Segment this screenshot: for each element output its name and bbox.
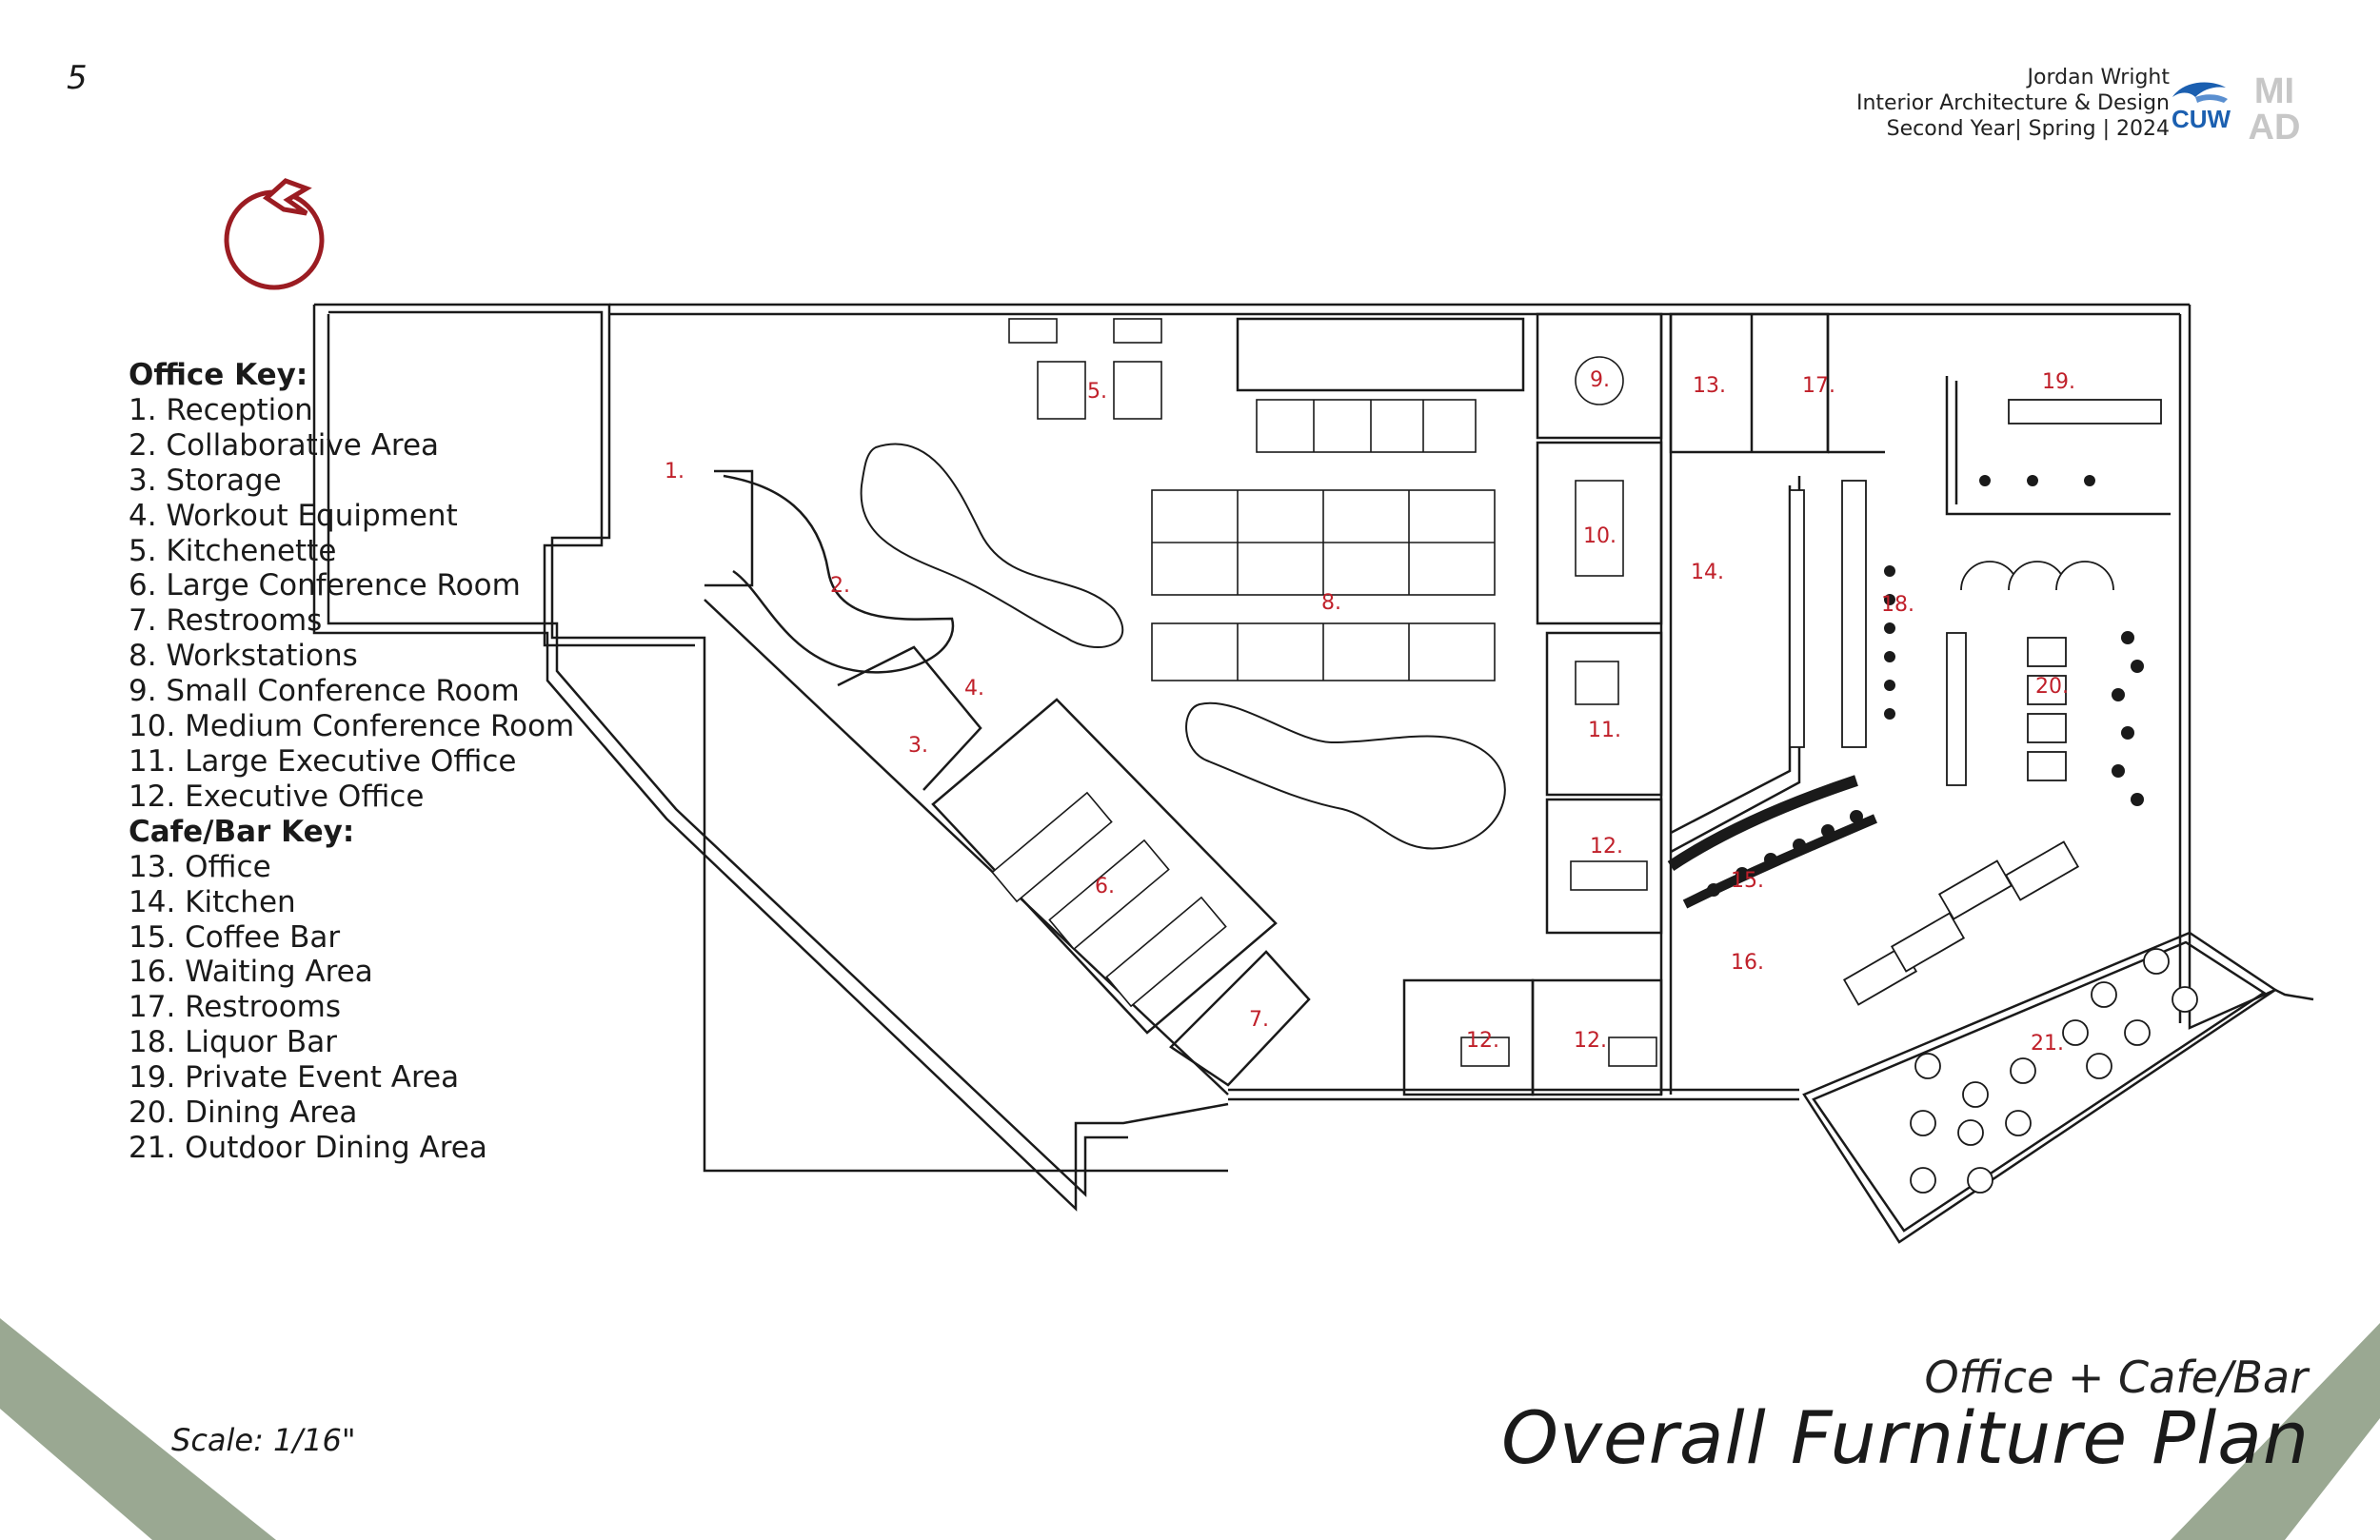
room-label-workstations: 8. bbox=[1321, 591, 1341, 615]
cuw-logo-text: CUW bbox=[2172, 105, 2231, 133]
room-label-outdoor-dining-area: 21. bbox=[2031, 1032, 2064, 1056]
cafe-furniture bbox=[1667, 399, 2162, 1006]
room-label-reception: 1. bbox=[664, 460, 684, 484]
author-block: Jordan Wright Interior Architecture & De… bbox=[1856, 65, 2170, 142]
cafe-key-item: 15. Coffee Bar bbox=[129, 919, 341, 955]
room-label-restrooms: 7. bbox=[1249, 1008, 1269, 1032]
author-name: Jordan Wright bbox=[2027, 66, 2170, 89]
office-key-item: 9. Small Conference Room bbox=[129, 674, 520, 709]
room-label-coffee-bar: 15. bbox=[1731, 869, 1764, 893]
miad-logo: MI AD bbox=[2249, 71, 2301, 143]
outdoor-tables bbox=[1910, 948, 2198, 1194]
cafe-key-item: 18. Liquor Bar bbox=[129, 1025, 337, 1060]
cafe-key-item: 21. Outdoor Dining Area bbox=[129, 1130, 487, 1165]
cafe-key-item: 20. Dining Area bbox=[129, 1096, 358, 1131]
room-label-large-conference-room: 6. bbox=[1095, 875, 1115, 898]
room-label-medium-conference-room: 10. bbox=[1583, 524, 1616, 548]
author-term: Second Year| Spring | 2024 bbox=[1886, 117, 2170, 141]
bottom-left-stripe bbox=[0, 1318, 276, 1540]
office-key-item: 11. Large Executive Office bbox=[129, 743, 517, 779]
legend: Office Key: 1. Reception 2. Collaborativ… bbox=[129, 358, 574, 1166]
room-label-executive-office: 12. bbox=[1466, 1029, 1499, 1053]
office-key-item: 2. Collaborative Area bbox=[129, 427, 440, 463]
room-label-liquor-bar: 18. bbox=[1881, 593, 1914, 617]
page-title: Overall Furniture Plan bbox=[1501, 1395, 2310, 1480]
exterior-walls bbox=[312, 303, 2314, 1244]
miad-logo-bottom: AD bbox=[2249, 108, 2301, 143]
office-key-item: 7. Restrooms bbox=[129, 603, 323, 639]
office-key-item: 12. Executive Office bbox=[129, 779, 425, 814]
office-key-item: 4. Workout Equipment bbox=[129, 498, 458, 533]
office-key-item: 1. Reception bbox=[129, 392, 313, 427]
office-key-item: 10. Medium Conference Room bbox=[129, 709, 575, 744]
room-label-kitchenette: 5. bbox=[1087, 380, 1107, 404]
bottom-right-stripe bbox=[2171, 1323, 2380, 1540]
miad-logo-top: MI bbox=[2254, 71, 2294, 111]
room-label-executive-office: 12. bbox=[1574, 1029, 1607, 1053]
room-label-large-executive-office: 11. bbox=[1588, 719, 1621, 742]
office-key-heading: Office Key: bbox=[129, 358, 308, 392]
page-number: 5 bbox=[67, 59, 88, 97]
cafe-key-item: 14. Kitchen bbox=[129, 884, 296, 919]
room-label-collaborative-area: 2. bbox=[830, 574, 850, 598]
room-label-dining-area: 20. bbox=[2035, 675, 2069, 699]
room-label-executive-office: 12. bbox=[1590, 835, 1623, 859]
cafe-key-item: 13. Office bbox=[129, 849, 271, 884]
cafe-key-item: 19. Private Event Area bbox=[129, 1060, 460, 1096]
room-labels: 1. 2. 3. 4. 5. 6. 7. 8. 9. 10. 11. 12. 1… bbox=[664, 368, 2075, 1056]
office-key-item: 3. Storage bbox=[129, 463, 282, 498]
room-label-storage: 3. bbox=[908, 734, 928, 758]
office-key-item: 5. Kitchenette bbox=[129, 533, 337, 568]
author-program: Interior Architecture & Design bbox=[1855, 91, 2170, 115]
office-key-item: 6. Large Conference Room bbox=[129, 568, 521, 603]
room-label-restrooms: 17. bbox=[1802, 374, 1835, 398]
subtitle: Office + Cafe/Bar bbox=[1924, 1352, 2308, 1403]
dining-chairs bbox=[1707, 475, 2144, 897]
room-label-workout-equipment: 4. bbox=[964, 677, 984, 701]
room-label-kitchen: 14. bbox=[1691, 561, 1724, 584]
cuw-logo: CUW bbox=[2172, 82, 2231, 133]
workstations bbox=[991, 318, 1657, 1067]
room-label-office: 13. bbox=[1693, 374, 1726, 398]
scale-note: Scale: 1/16" bbox=[171, 1422, 356, 1458]
cafe-key-heading: Cafe/Bar Key: bbox=[129, 814, 355, 849]
room-label-private-event-area: 19. bbox=[2042, 370, 2075, 394]
north-arrow-icon bbox=[224, 178, 325, 290]
lounge-islands bbox=[860, 443, 1506, 850]
cafe-key-item: 17. Restrooms bbox=[129, 990, 342, 1025]
room-label-small-conference-room: 9. bbox=[1590, 368, 1610, 392]
cafe-key-item: 16. Waiting Area bbox=[129, 955, 373, 990]
office-key-item: 8. Workstations bbox=[129, 639, 358, 674]
room-label-waiting-area: 16. bbox=[1731, 951, 1764, 975]
